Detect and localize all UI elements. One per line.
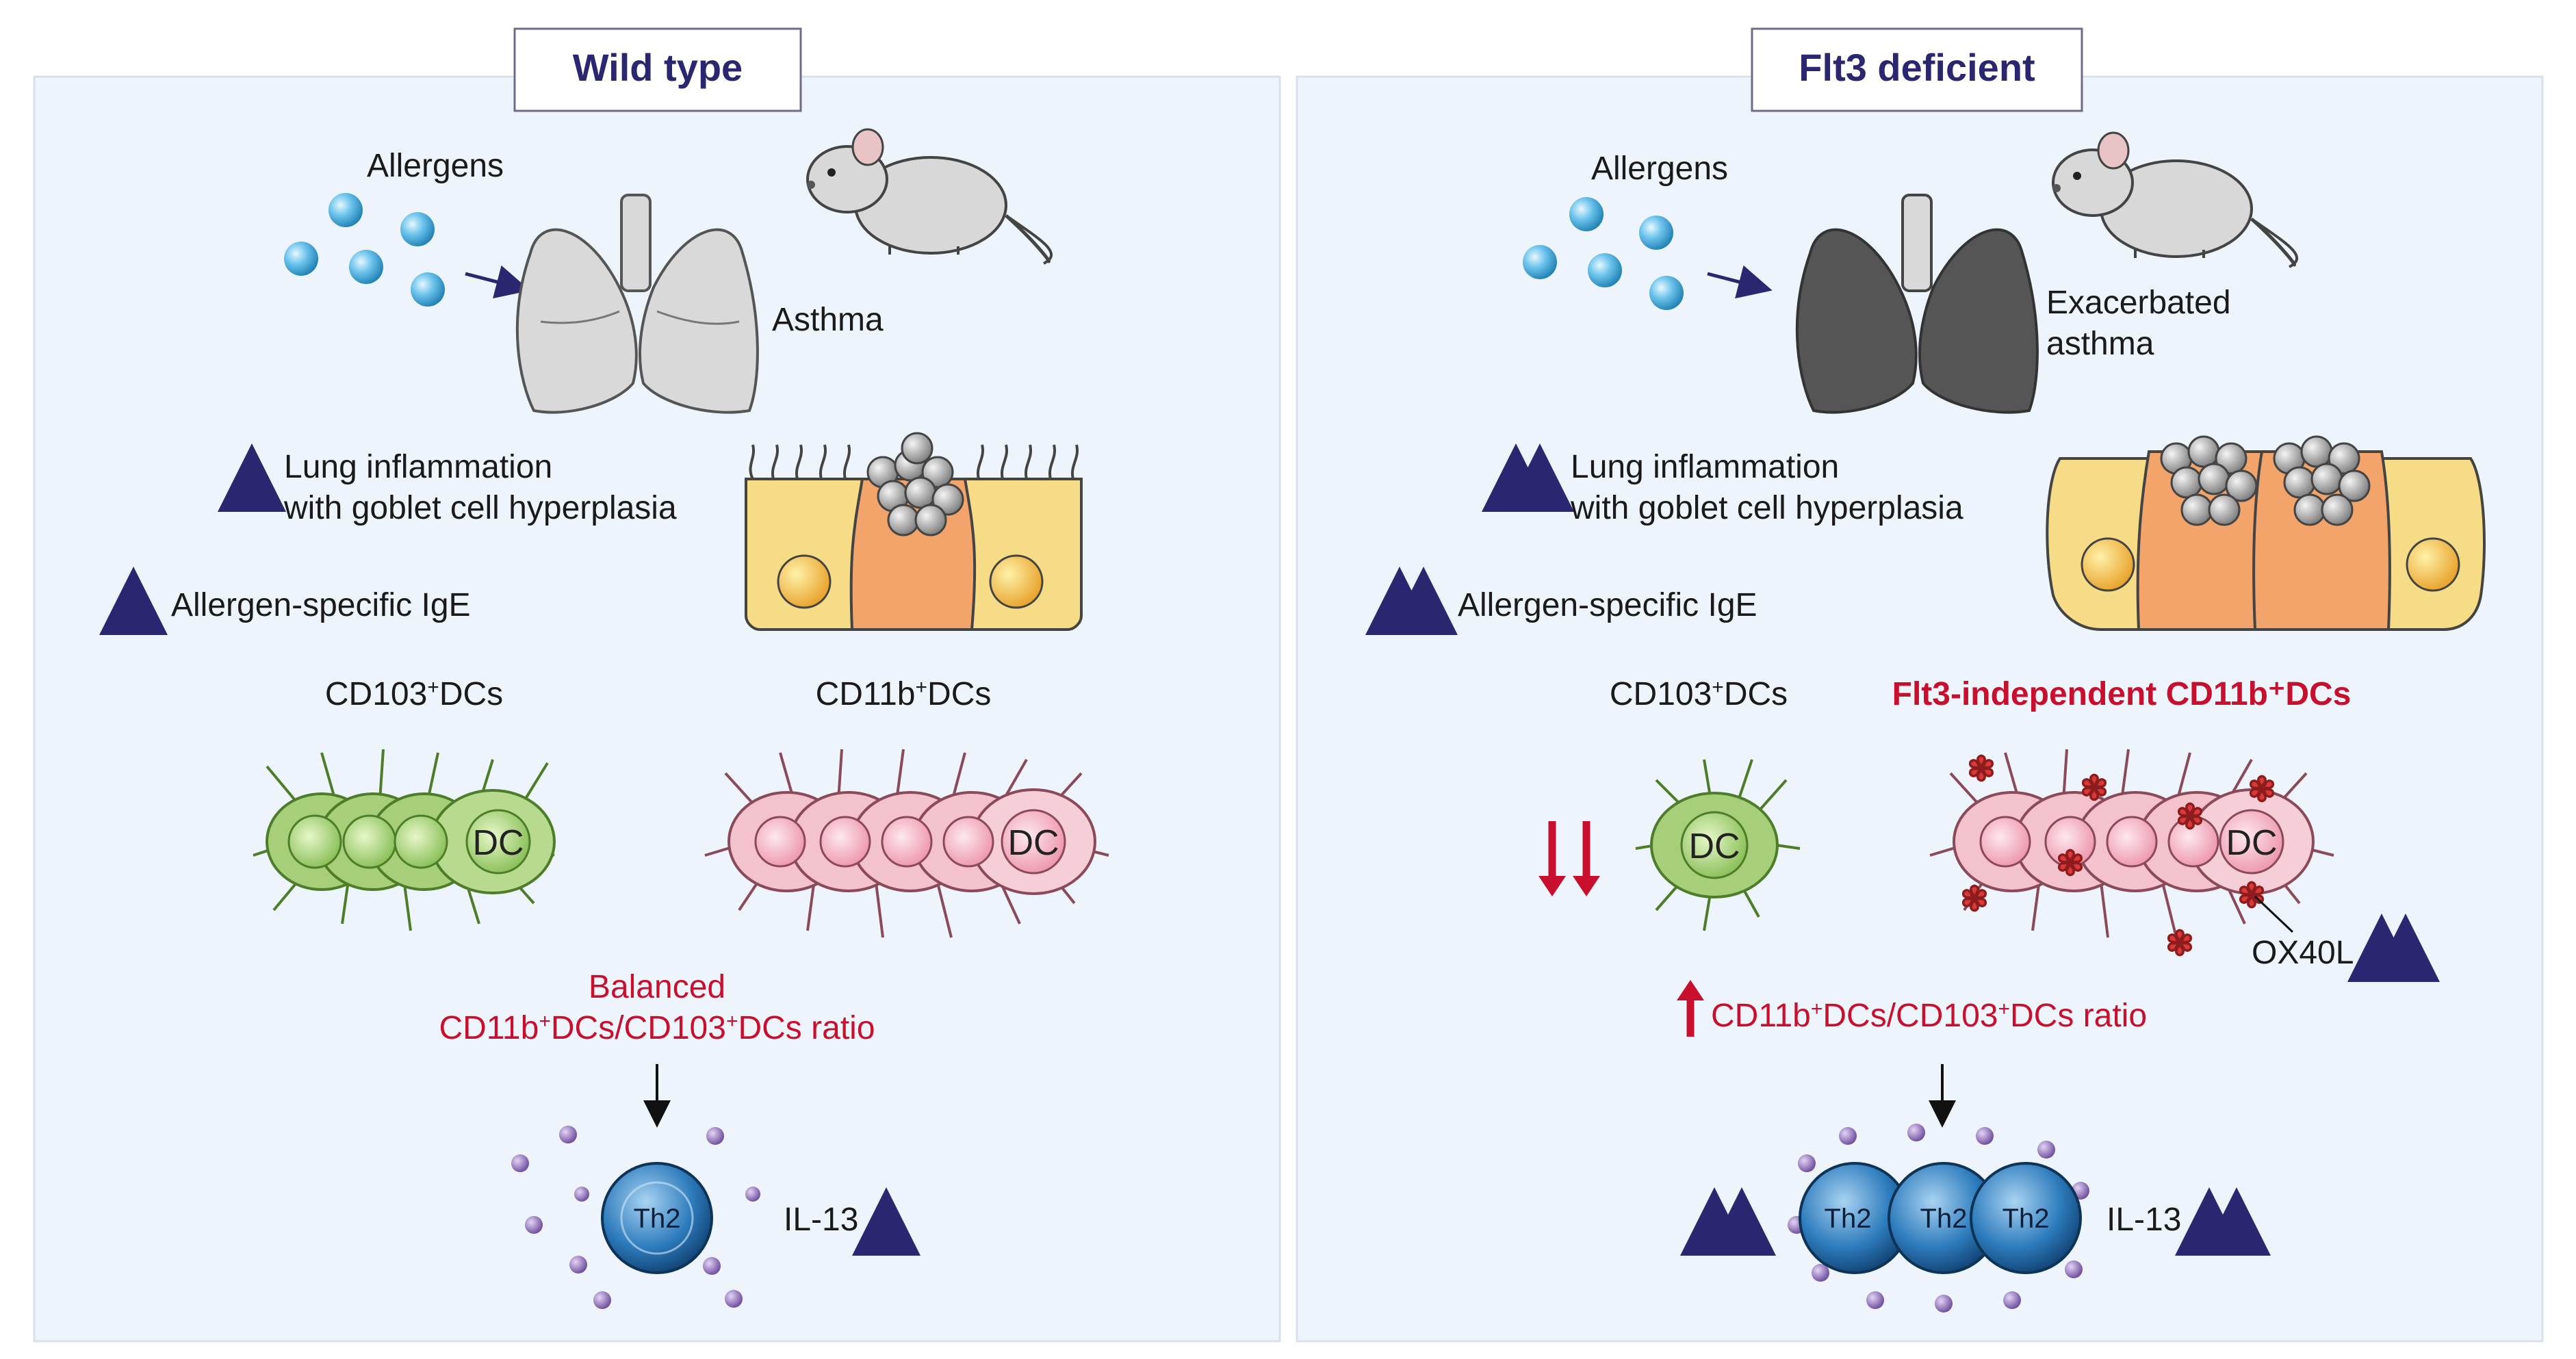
inflammation-line1: Lung inflammation (1571, 449, 1839, 485)
cd103-label: CD103+DCs (325, 676, 503, 713)
il13-label: IL-13 (2107, 1202, 2181, 1238)
ige-label: Allergen-specific IgE (1458, 587, 1757, 623)
inflammation-double-up-arrow (1482, 443, 1574, 512)
th2-label-2: Th2 (1920, 1204, 1968, 1234)
inflammation-line2: with goblet cell hyperplasia (283, 490, 677, 526)
ige-double-up-arrow (1365, 567, 1458, 635)
outcome-line1: Exacerbated (2046, 285, 2231, 321)
balanced-label: Balanced (589, 969, 725, 1005)
flt3-independent-dc-cluster (1929, 749, 2334, 938)
ox40l-markers: ✽ ✽ ✽ ✽ ✽ ✽ ✽ ✽ (1960, 751, 2276, 963)
ox40l-pointer (2254, 895, 2294, 933)
panel-background (33, 75, 1281, 1343)
panel-title: Flt3 deficient (1799, 46, 2035, 89)
th2-cells (1799, 1162, 2082, 1274)
allergen-particles (1523, 197, 1684, 310)
svg-text:✽: ✽ (2081, 771, 2108, 807)
ox40l-label: OX40L (2252, 935, 2354, 971)
th2-double-up-arrow (1680, 1187, 1776, 1256)
outcome-label: Asthma (772, 302, 884, 338)
flt3-independent-label: Flt3-independent CD11b⁺DCs (1892, 676, 2352, 712)
svg-text:✽: ✽ (2248, 772, 2276, 808)
cd11b-label: CD11b+DCs (816, 676, 992, 713)
svg-text:✽: ✽ (2176, 799, 2204, 836)
svg-text:✽: ✽ (2057, 846, 2084, 882)
panel-title-box (1751, 27, 2083, 112)
cd103-double-down-arrow (1538, 821, 1600, 896)
goblet-cell-illustration (2046, 435, 2486, 631)
lung-icon-dark (1795, 194, 2039, 414)
mouse-icon (2052, 131, 2299, 268)
panel-title-box (513, 27, 802, 112)
cd103-dc-single (1635, 759, 1801, 931)
allergen-particles (284, 193, 445, 307)
th2-cell (601, 1162, 713, 1274)
svg-text:✽: ✽ (1961, 881, 1988, 918)
dc-label-pink: DC (1007, 823, 1059, 863)
ox40l-double-up-arrow (2347, 914, 2440, 982)
panel-title: Wild type (573, 46, 743, 89)
mouse-icon (806, 128, 1053, 265)
th2-label-3: Th2 (2002, 1204, 2050, 1234)
il13-double-up-arrow (2175, 1187, 2271, 1256)
allergens-label: Allergens (1591, 151, 1728, 187)
inflammation-line1: Lung inflammation (284, 449, 552, 485)
th2-label-1: Th2 (1825, 1204, 1872, 1234)
panel-wild-type: Wild type Allergens Asthma (33, 27, 1281, 1343)
dc-label-pink: DC (2226, 823, 2277, 863)
ige-label: Allergen-specific IgE (171, 587, 471, 623)
cytokine-dots (511, 1126, 760, 1309)
svg-text:✽: ✽ (2166, 926, 2193, 962)
dc-label-green: DC (472, 823, 524, 863)
allergen-arrow (465, 265, 530, 299)
cd103-dc-cluster (253, 749, 556, 931)
svg-text:✽: ✽ (1968, 751, 1995, 788)
ratio-label: CD11b+DCs/CD103+DCs ratio (439, 1010, 875, 1047)
dc-label-green: DC (1688, 827, 1740, 866)
allergen-arrow (1707, 265, 1773, 299)
svg-text:✽: ✽ (2238, 878, 2265, 914)
lung-icon (515, 194, 759, 414)
panel-flt3-deficient: Flt3 deficient Allergens Exacerbated ast… (1296, 27, 2544, 1343)
th2-label: Th2 (634, 1204, 681, 1234)
goblet-cell-illustration (745, 432, 1083, 631)
outcome-line2: asthma (2046, 326, 2154, 362)
cd103-label: CD103+DCs (1610, 676, 1788, 713)
ratio-label: CD11b+DCs/CD103+DCs ratio (1711, 998, 2147, 1035)
allergens-label: Allergens (367, 148, 504, 184)
inflammation-line2: with goblet cell hyperplasia (1570, 490, 1963, 526)
cd11b-dc-cluster (704, 749, 1109, 938)
il13-label: IL-13 (784, 1202, 858, 1238)
